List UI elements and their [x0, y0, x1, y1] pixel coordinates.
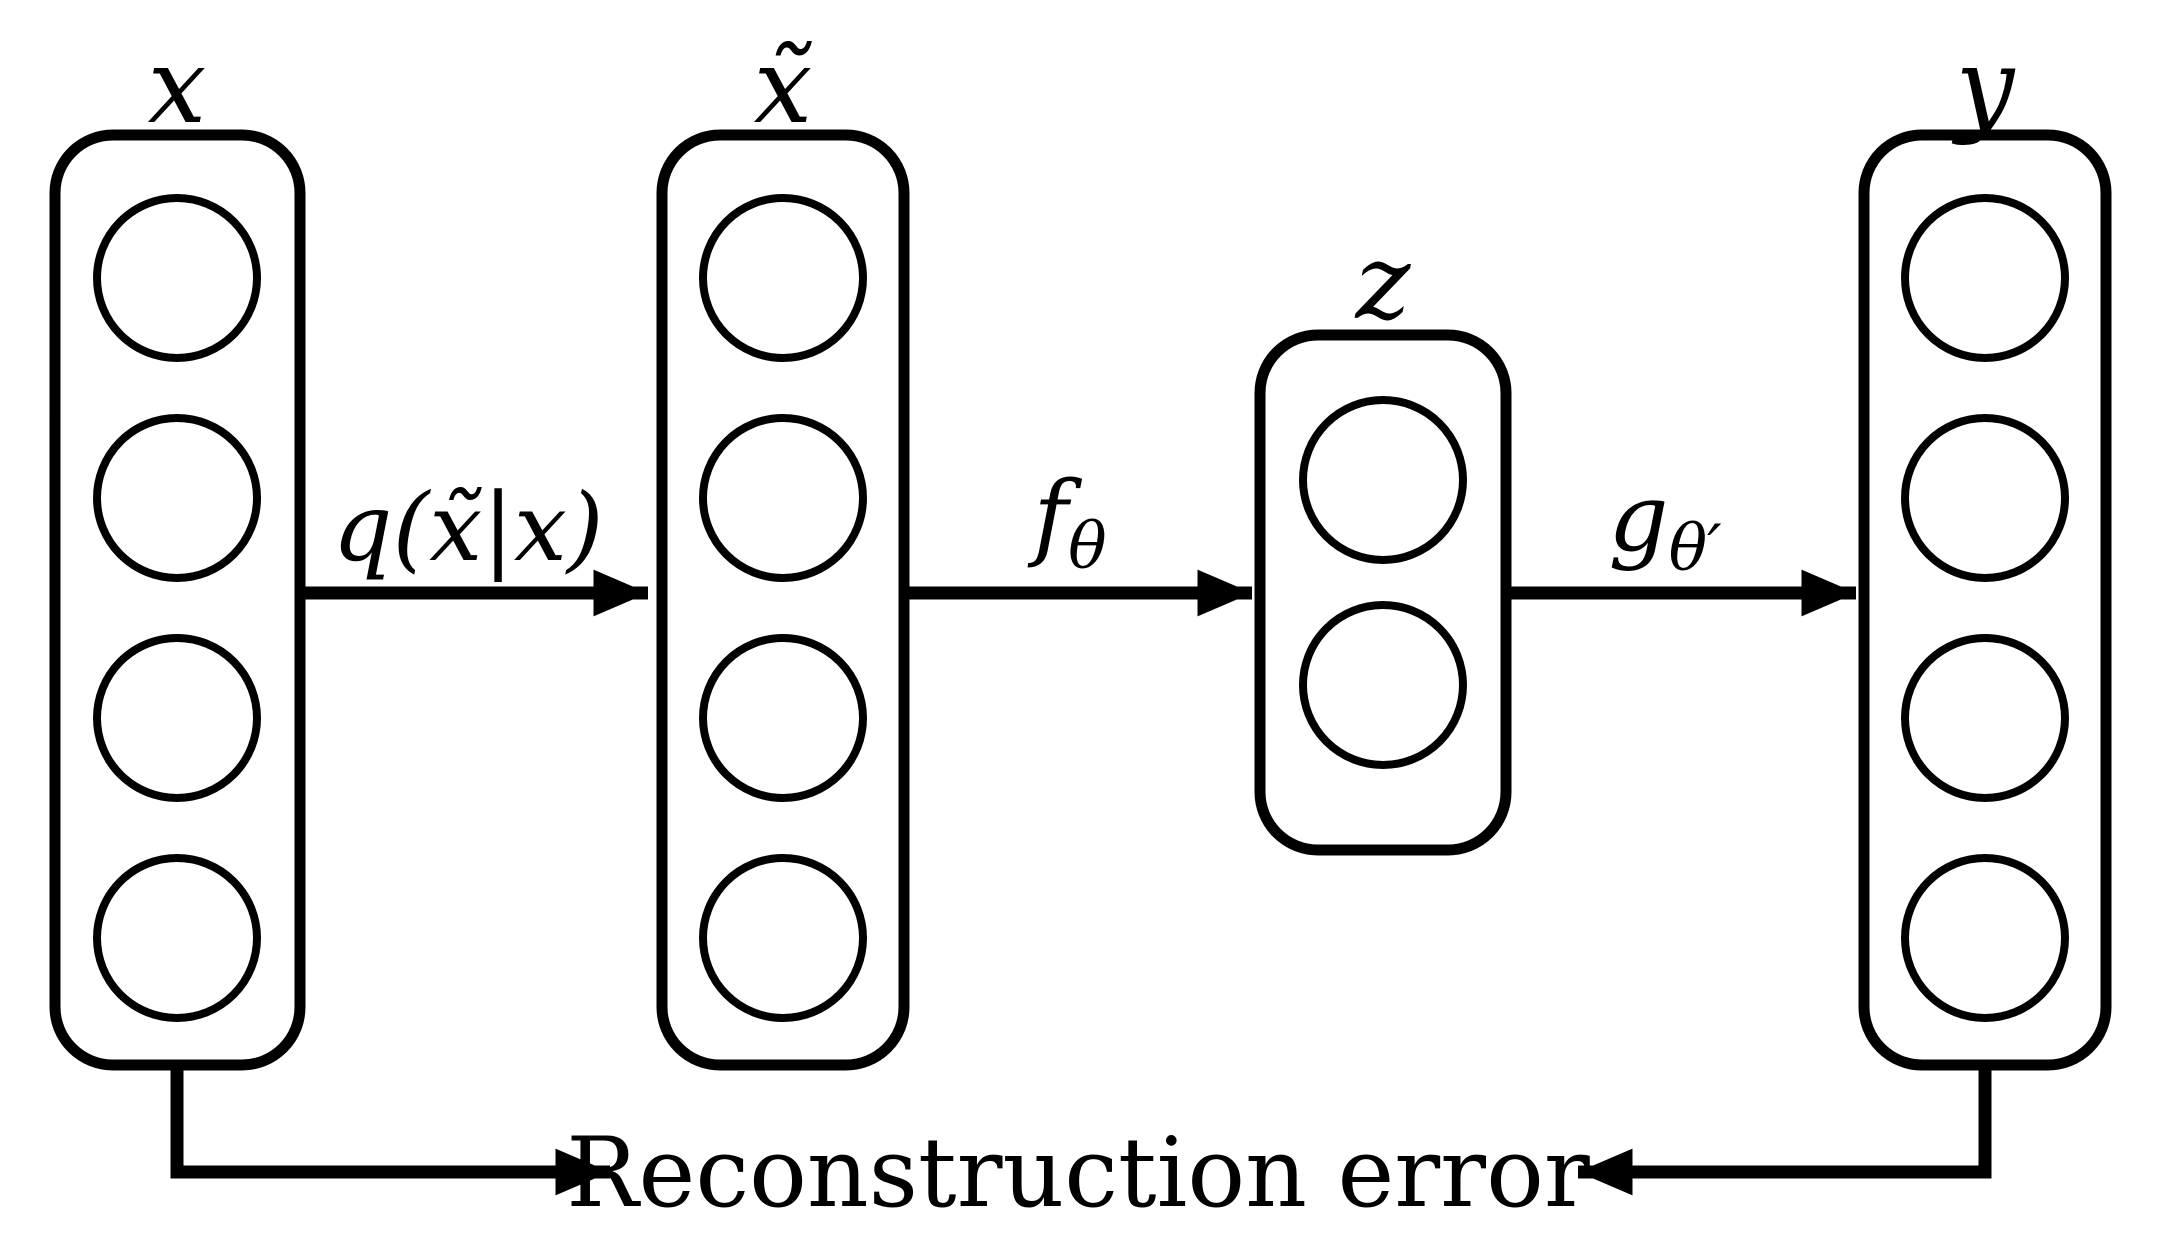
layer-x-tilde-box [656, 129, 910, 1071]
arrow-f-label-subscript: θ [1068, 510, 1107, 584]
reconstruction-arrow-from-x [170, 1060, 611, 1196]
layer-y-label: y [1952, 25, 2016, 147]
transition-q: q(x̃|x) [302, 474, 649, 617]
y-unit-4 [1901, 854, 2069, 1022]
layer-x-tilde: x̃ [656, 25, 910, 1071]
arrow-g-label: gθ′ [1608, 464, 1722, 586]
transition-g: gθ′ [1508, 464, 1857, 617]
z-unit-2 [1299, 601, 1467, 769]
layer-x-box [49, 129, 306, 1071]
x-unit-1 [93, 194, 261, 362]
layer-y: y [1858, 25, 2112, 1071]
arrow-g-label-base: g [1608, 464, 1668, 573]
arrow-g-label-subscript: θ′ [1669, 512, 1723, 586]
reconstruction-error-group: Reconstruction error [170, 1060, 1992, 1229]
x-unit-4 [93, 854, 261, 1022]
layer-y-box [1858, 129, 2112, 1071]
layer-x-tilde-label: x̃ [754, 25, 813, 147]
x-unit-3 [93, 634, 261, 802]
layer-x: x [49, 25, 306, 1071]
x-tilde-unit-4 [699, 854, 867, 1022]
layer-z: z [1254, 221, 1512, 856]
arrow-f-label: fθ [1027, 462, 1106, 584]
reconstruction-arrow-from-y [1577, 1060, 1992, 1196]
x-unit-2 [93, 414, 261, 582]
z-unit-1 [1299, 396, 1467, 564]
y-unit-2 [1901, 414, 2069, 582]
layer-z-label: z [1354, 221, 1412, 343]
y-unit-1 [1901, 194, 2069, 362]
transition-f: fθ [906, 462, 1253, 617]
x-tilde-unit-2 [699, 414, 867, 582]
y-unit-3 [1901, 634, 2069, 802]
x-tilde-unit-1 [699, 194, 867, 362]
layer-x-label: x [148, 25, 207, 147]
reconstruction-error-label: Reconstruction error [566, 1117, 1590, 1229]
arrow-q-label: q(x̃|x) [332, 474, 603, 583]
x-tilde-unit-3 [699, 634, 867, 802]
layer-z-box [1254, 329, 1512, 856]
